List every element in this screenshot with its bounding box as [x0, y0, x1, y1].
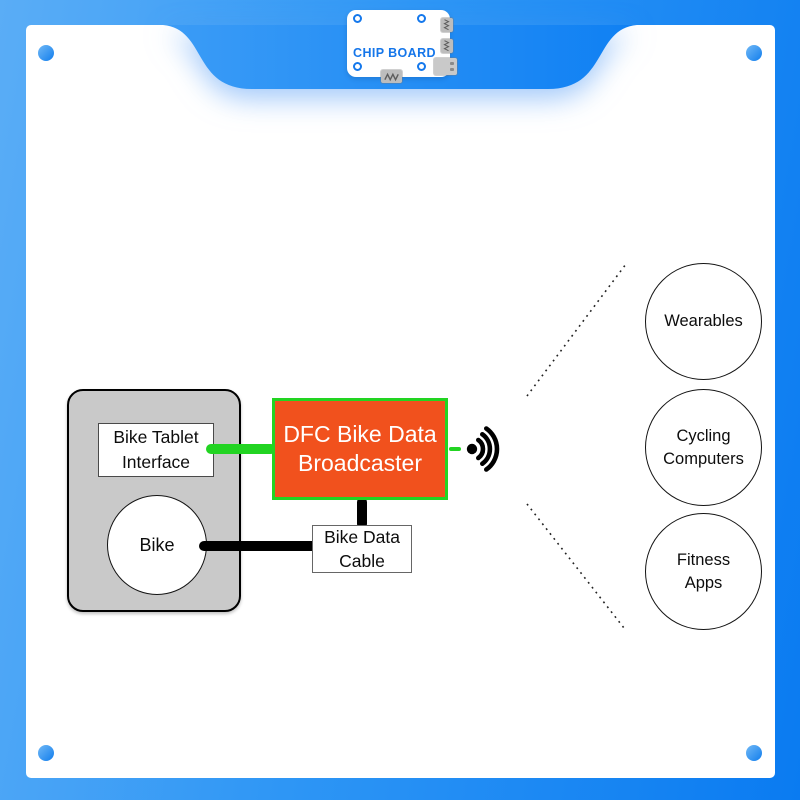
fitness-apps-label-line2: Apps — [684, 573, 723, 592]
wifi-broadcast-icon — [466, 426, 500, 472]
chip-board-logo-card: CHIP BOARD — [347, 10, 457, 83]
bike-tablet-interface-label-line1: Bike Tablet — [113, 426, 199, 447]
wearables-label: Wearables — [664, 312, 743, 331]
logo-screw-hole-icon — [353, 62, 362, 71]
corner-screw-bottom-right-icon — [746, 745, 762, 761]
cable-label-line1: Bike Data — [324, 526, 400, 547]
bike-tablet-interface-label-line2: Interface — [121, 452, 191, 472]
broadcaster-cable-line — [357, 497, 367, 529]
bike-cable-line — [199, 541, 317, 551]
pin-header-icon — [441, 39, 453, 53]
pin-header-icon — [381, 70, 402, 83]
broadcaster-label-line2: Broadcaster — [297, 450, 422, 476]
corner-screw-top-right-icon — [746, 45, 762, 61]
green-signal-dash — [449, 447, 461, 451]
logo-screw-hole-icon — [417, 62, 426, 71]
fitness-apps-label-line1: Fitness — [676, 551, 731, 570]
broadcaster-label-line1: DFC Bike Data — [283, 421, 437, 448]
receiver-circle-wearables: Wearables — [645, 263, 762, 380]
logo-title: CHIP BOARD — [353, 46, 436, 60]
cycling-computers-label-line1: Cycling — [676, 427, 731, 446]
corner-screw-top-left-icon — [38, 45, 54, 61]
bike-data-cable-box: Bike Data Cable — [312, 525, 412, 573]
usb-port-icon — [434, 58, 457, 75]
bike-tablet-interface-box: Bike Tablet Interface — [98, 423, 214, 477]
broadcaster-box: DFC Bike Data Broadcaster — [272, 398, 448, 500]
bike-circle: Bike — [107, 495, 207, 595]
cycling-computers-label-line2: Computers — [663, 449, 744, 468]
corner-screw-bottom-left-icon — [38, 745, 54, 761]
bike-label: Bike — [139, 534, 175, 555]
green-connection-line — [206, 444, 276, 454]
receiver-circle-cycling-computers: Cycling Computers — [645, 389, 762, 506]
pin-header-icon — [441, 18, 453, 32]
cable-label-line2: Cable — [339, 551, 385, 571]
receiver-circle-fitness-apps: Fitness Apps — [645, 513, 762, 630]
logo-screw-hole-icon — [417, 14, 426, 23]
logo-screw-hole-icon — [353, 14, 362, 23]
